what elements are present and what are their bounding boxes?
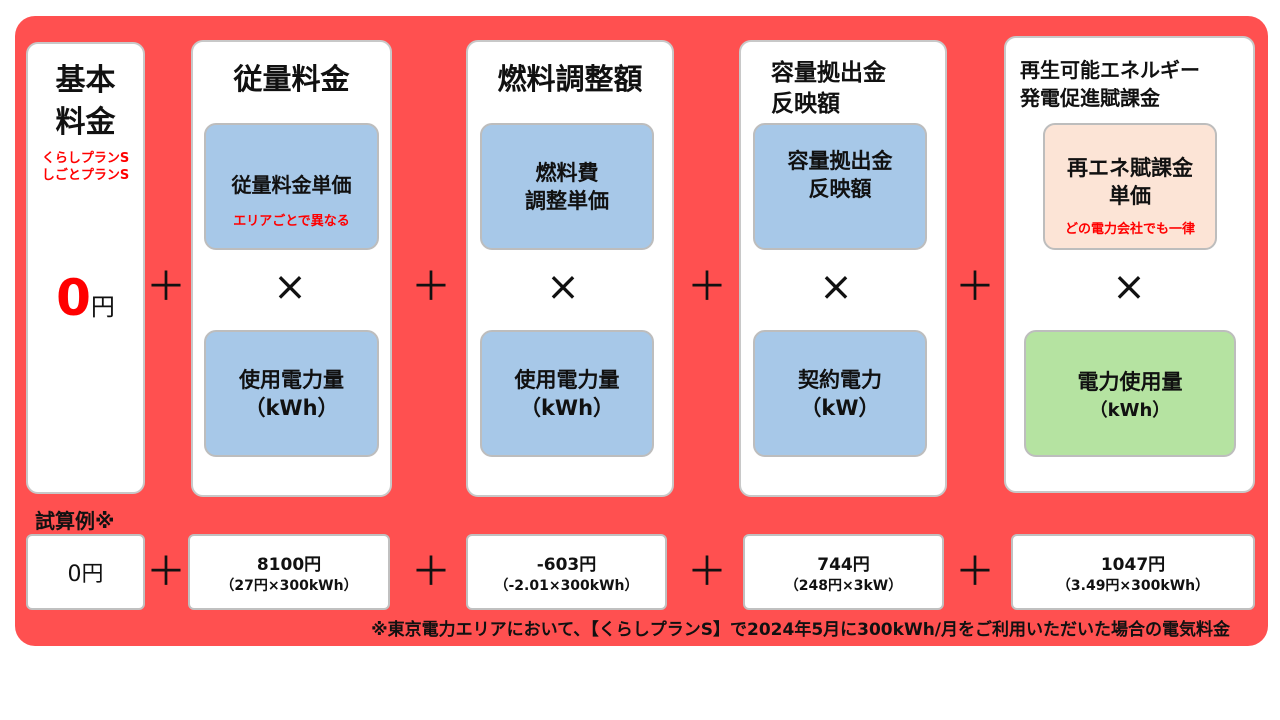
plus-icon: ＋ <box>687 549 727 595</box>
capacity-unit-price-box: 容量拠出金 反映額 <box>753 123 927 250</box>
usage-quantity-label: 使用電力量 （kWh） <box>239 367 344 420</box>
times-icon: × <box>546 264 580 310</box>
example-basic-value: 0円 <box>67 562 104 587</box>
renewable-quantity-box: 電力使用量 （kWh） <box>1024 330 1236 457</box>
usage-quantity-box: 使用電力量 （kWh） <box>204 330 379 457</box>
plus-icon: ＋ <box>955 549 995 595</box>
plus-icon: ＋ <box>146 549 186 595</box>
times-icon: × <box>819 264 853 310</box>
times-icon: × <box>1112 264 1146 310</box>
fuel-adjustment-title: 燃料調整額 <box>497 62 643 96</box>
fuel-unit-price-box: 燃料費 調整単価 <box>480 123 654 250</box>
times-icon: × <box>273 264 307 310</box>
plus-icon: ＋ <box>955 264 995 310</box>
example-renewable-formula: （3.49円×300kWh） <box>1056 577 1210 594</box>
renewable-unit-price-label: 再エネ賦課金 単価 <box>1067 156 1193 208</box>
basic-fee-card: 基本 料金 くらしプランS しごとプランS 0円 <box>26 42 145 494</box>
example-basic-box: 0円 <box>26 534 145 610</box>
plus-icon: ＋ <box>411 264 451 310</box>
capacity-quantity-label: 契約電力 （kW） <box>798 367 882 420</box>
usage-note: エリアごとで異なる <box>233 213 350 229</box>
fuel-unit-price-label: 燃料費 調整単価 <box>525 160 609 213</box>
basic-fee-amount: 0円 <box>28 250 143 327</box>
footnote: ※東京電力エリアにおいて、【くらしプランS】で2024年5月に300kWh/月を… <box>371 620 1230 640</box>
capacity-contribution-title: 容量拠出金 反映額 <box>771 60 886 117</box>
example-renewable-box: 1047円 （3.49円×300kWh） <box>1011 534 1255 610</box>
example-capacity-value: 744円 <box>817 554 870 575</box>
renewable-surcharge-title: 再生可能エネルギー 発電促進賦課金 <box>1020 58 1200 110</box>
amount-value: 0 <box>56 269 91 327</box>
usage-unit-price-label: 従量料金単価 <box>231 172 352 197</box>
renewable-quantity-label: 電力使用量 <box>1077 369 1183 394</box>
plan-names: くらしプランS しごとプランS <box>41 151 130 183</box>
amount-unit: 円 <box>90 293 115 321</box>
usage-fee-title: 従量料金 <box>233 62 350 96</box>
example-fuel-box: -603円 （-2.01×300kWh） <box>466 534 667 610</box>
example-usage-formula: （27円×300kWh） <box>220 577 358 594</box>
example-fuel-formula: （-2.01×300kWh） <box>494 577 639 594</box>
usage-unit-price-box: 従量料金単価 エリアごとで異なる <box>204 123 379 250</box>
example-capacity-formula: （248円×3kW） <box>784 577 903 594</box>
fuel-quantity-box: 使用電力量 （kWh） <box>480 330 654 457</box>
basic-fee-title: 基本 料金 <box>55 63 116 140</box>
renewable-unit-price-box: 再エネ賦課金 単価 どの電力会社でも一律 <box>1043 123 1217 250</box>
plus-icon: ＋ <box>687 264 727 310</box>
fuel-quantity-label: 使用電力量 （kWh） <box>514 367 620 420</box>
capacity-unit-price-label: 容量拠出金 反映額 <box>787 148 893 201</box>
example-fuel-value: -603円 <box>536 554 597 575</box>
example-label: 試算例※ <box>35 509 115 533</box>
renewable-note: どの電力会社でも一律 <box>1064 222 1195 237</box>
example-usage-box: 8100円 （27円×300kWh） <box>188 534 390 610</box>
example-usage-value: 8100円 <box>256 554 322 575</box>
example-renewable-value: 1047円 <box>1100 554 1166 575</box>
plus-icon: ＋ <box>411 549 451 595</box>
example-capacity-box: 744円 （248円×3kW） <box>743 534 944 610</box>
capacity-quantity-box: 契約電力 （kW） <box>753 330 927 457</box>
renewable-quantity-unit: （kWh） <box>1089 399 1171 421</box>
plus-icon: ＋ <box>146 264 186 310</box>
